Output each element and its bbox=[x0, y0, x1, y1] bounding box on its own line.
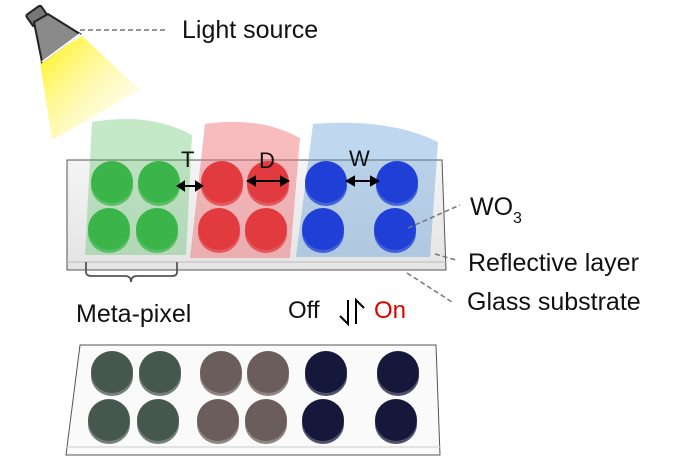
on-blue-disk bbox=[302, 208, 344, 250]
device-off bbox=[65, 344, 441, 456]
on-green-disk bbox=[91, 161, 133, 203]
off-red-disk bbox=[197, 399, 239, 441]
off-green-disk bbox=[91, 351, 133, 393]
lamp-icon bbox=[25, 4, 82, 64]
glass-leader bbox=[406, 272, 453, 303]
off-red-disk bbox=[245, 399, 287, 441]
meta-pixel-label: Meta-pixel bbox=[76, 300, 191, 328]
on-label: On bbox=[374, 297, 406, 324]
on-red-disk bbox=[198, 208, 240, 250]
device-on: T D W bbox=[66, 118, 447, 271]
on-blue-disk bbox=[305, 161, 347, 203]
on-green-disk bbox=[138, 161, 180, 203]
wo3-subscript: 3 bbox=[513, 210, 522, 227]
dim-t-arrow bbox=[176, 180, 204, 192]
glass-substrate-label: Glass substrate bbox=[467, 288, 641, 316]
reflective-leader bbox=[434, 253, 457, 261]
on-red-disk bbox=[245, 208, 287, 250]
light-beam bbox=[40, 36, 140, 140]
reflective-layer-label: Reflective layer bbox=[468, 249, 639, 277]
off-green-disk bbox=[137, 399, 179, 441]
wo3-main: WO bbox=[470, 193, 513, 221]
wo3-label: WO3 bbox=[470, 193, 522, 227]
off-blue-disk bbox=[302, 399, 344, 441]
dim-w-arrow bbox=[344, 175, 381, 187]
on-red-disk bbox=[201, 161, 243, 203]
off-blue-disk bbox=[305, 351, 347, 393]
off-blue-disk bbox=[375, 399, 417, 441]
dim-w-label: W bbox=[349, 146, 370, 171]
switch-arrows-icon bbox=[339, 297, 365, 327]
off-red-disk bbox=[247, 351, 289, 393]
dim-d-arrow bbox=[245, 175, 291, 187]
on-green-disk bbox=[88, 208, 130, 250]
off-green-disk bbox=[139, 351, 181, 393]
wo3-leader bbox=[407, 204, 461, 229]
dim-t-label: T bbox=[181, 147, 194, 172]
on-blue-disk bbox=[376, 161, 418, 203]
off-blue-disk bbox=[377, 351, 419, 393]
off-red-disk bbox=[200, 351, 242, 393]
on-blue-disk bbox=[374, 208, 416, 250]
light-source-label: Light source bbox=[182, 16, 318, 44]
off-label: Off bbox=[288, 297, 320, 324]
dim-d-label: D bbox=[259, 148, 275, 173]
meta-pixel-brace bbox=[85, 262, 178, 283]
on-green-disk bbox=[136, 208, 178, 250]
off-green-disk bbox=[88, 399, 130, 441]
